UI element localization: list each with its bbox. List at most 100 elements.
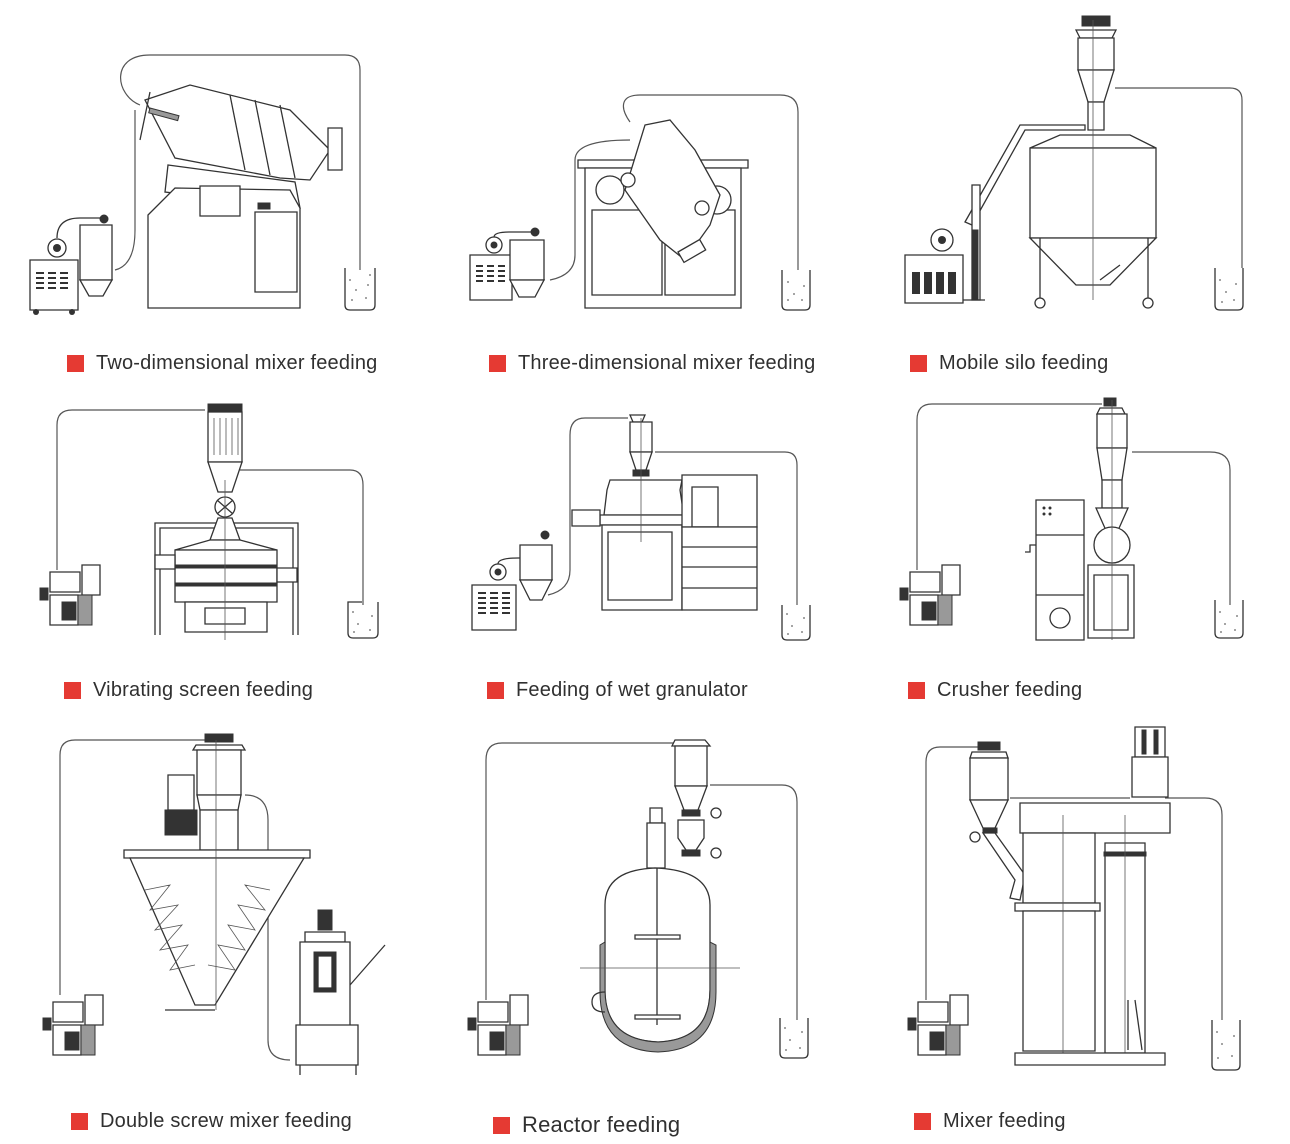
panel-crusher	[860, 390, 1290, 650]
mixer-column	[1023, 833, 1095, 903]
motor	[168, 775, 194, 810]
mixer-arm	[1020, 803, 1170, 833]
panel-reactor	[430, 720, 860, 1080]
vacuum-pump-head	[50, 572, 80, 592]
suction-hose	[60, 740, 208, 995]
return-hose	[655, 452, 797, 605]
loader-body	[675, 746, 707, 786]
filter-head	[208, 404, 242, 412]
three-dimensional-mixer-diagram	[430, 0, 860, 330]
agitator-motor	[650, 808, 662, 823]
caption-text: Feeding of wet granulator	[516, 679, 748, 701]
caption-mobile-silo: Mobile silo feeding	[910, 352, 1108, 375]
vacuum-pump-head	[53, 1002, 83, 1022]
return-hose	[240, 470, 363, 605]
mixer-diagram	[860, 720, 1290, 1080]
caption-text: Three-dimensional mixer feeding	[518, 352, 816, 374]
red-square-bullet-icon	[64, 682, 81, 699]
caption-three-dimensional-mixer: Three-dimensional mixer feeding	[489, 352, 815, 375]
beaker	[1212, 1020, 1240, 1070]
caption-text: Mixer feeding	[943, 1110, 1066, 1132]
return-hose	[1010, 798, 1222, 1020]
caption-text: Double screw mixer feeding	[100, 1110, 352, 1132]
crusher-diagram	[860, 390, 1290, 650]
return-hose	[1115, 88, 1242, 268]
conical-vessel	[130, 858, 304, 1005]
suction-hose	[486, 743, 675, 1000]
reactor-diagram	[430, 720, 860, 1080]
loader-body	[1078, 38, 1114, 70]
red-square-bullet-icon	[908, 682, 925, 699]
mixer-base	[1015, 1053, 1165, 1065]
screen-deck	[175, 550, 277, 602]
return-hose	[115, 110, 135, 270]
granulator-bowl	[604, 480, 683, 515]
return-hose	[245, 795, 290, 1060]
hopper-body	[510, 240, 544, 280]
suction-hose	[926, 747, 978, 1000]
beaker	[782, 270, 810, 310]
beaker	[345, 268, 375, 310]
red-square-bullet-icon	[489, 355, 506, 372]
vacuum-pump-head	[918, 1002, 948, 1022]
vacuum-pump-cabinet	[30, 260, 78, 310]
panel-mixer	[860, 720, 1290, 1080]
caption-wet-granulator: Feeding of wet granulator	[487, 679, 748, 702]
vacuum-pump-cabinet	[470, 255, 512, 300]
caption-reactor: Reactor feeding	[493, 1112, 680, 1138]
return-hose	[550, 140, 630, 280]
wet-granulator-diagram	[430, 390, 860, 650]
loader-head	[1082, 16, 1110, 26]
panel-wet-granulator	[430, 390, 860, 650]
suction-hose	[917, 404, 1102, 570]
red-square-bullet-icon	[71, 1113, 88, 1130]
vibrating-screen-diagram	[0, 390, 430, 650]
beaker	[782, 605, 810, 640]
panel-double-screw-mixer	[0, 720, 430, 1080]
red-square-bullet-icon	[910, 355, 927, 372]
panel-vibrating-screen	[0, 390, 430, 650]
double-screw-mixer-diagram	[0, 720, 430, 1080]
panel-three-dimensional-mixer	[430, 0, 860, 330]
caption-two-dimensional-mixer: Two-dimensional mixer feeding	[67, 352, 377, 375]
return-hose	[1132, 452, 1230, 605]
caption-crusher: Crusher feeding	[908, 679, 1082, 702]
beaker	[1215, 600, 1243, 638]
red-square-bullet-icon	[67, 355, 84, 372]
caption-mixer: Mixer feeding	[914, 1110, 1066, 1133]
beaker	[780, 1018, 808, 1058]
vacuum-pump-head	[910, 572, 940, 592]
caption-double-screw-mixer: Double screw mixer feeding	[71, 1110, 352, 1133]
return-hose	[710, 785, 797, 1020]
mobile-silo-diagram	[860, 0, 1290, 330]
caption-vibrating-screen: Vibrating screen feeding	[64, 679, 313, 702]
loader-body	[970, 758, 1008, 800]
suction-hose	[548, 418, 628, 595]
panel-two-dimensional-mixer	[0, 0, 430, 330]
caption-text: Two-dimensional mixer feeding	[96, 352, 378, 374]
red-square-bullet-icon	[493, 1116, 510, 1134]
beaker	[348, 602, 378, 638]
hopper-body	[80, 225, 112, 280]
two-dimensional-mixer-diagram	[0, 0, 430, 315]
mixer-lid	[124, 850, 310, 858]
loader-body	[197, 750, 241, 795]
beaker	[1215, 268, 1243, 310]
panel-mobile-silo	[860, 0, 1290, 330]
red-square-bullet-icon	[487, 682, 504, 699]
caption-text: Reactor feeding	[522, 1112, 681, 1137]
mixer-motor	[1135, 727, 1165, 757]
granulator-base	[602, 525, 682, 610]
filter-body	[208, 412, 242, 462]
vacuum-pump-head	[478, 1002, 508, 1022]
caption-text: Crusher feeding	[937, 679, 1083, 701]
caption-text: Vibrating screen feeding	[93, 679, 314, 701]
hopper-body	[520, 545, 552, 580]
suction-hose	[121, 55, 360, 270]
suction-hose	[623, 95, 798, 270]
screen-lid	[175, 540, 277, 550]
red-square-bullet-icon	[914, 1113, 931, 1130]
caption-text: Mobile silo feeding	[939, 352, 1109, 374]
mixer-drum	[625, 120, 720, 260]
suction-hose	[57, 410, 205, 570]
